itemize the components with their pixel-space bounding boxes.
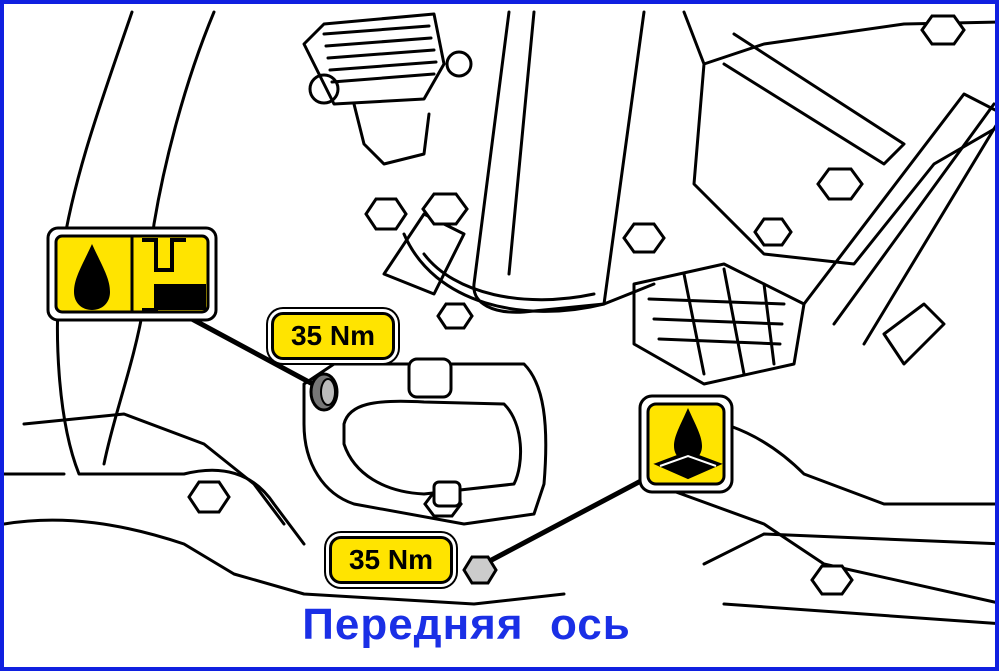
bolt-center-gear	[622, 222, 666, 254]
lower-left-bracket	[22, 412, 286, 526]
bolt-left-lower	[187, 480, 231, 514]
housing-outline-inner-left	[102, 10, 216, 466]
oil-drop-icon	[74, 244, 110, 310]
right-housing-panel	[722, 32, 906, 166]
housing-outline-left	[56, 10, 306, 546]
shaft-edge-line	[507, 10, 536, 276]
connector-bolt-right	[445, 50, 473, 78]
torque-label-fill-plug: 35 Nm	[271, 312, 395, 360]
diagram-caption: Передняя ось	[302, 600, 631, 649]
drain-pan-icon	[653, 450, 723, 480]
leader-line-drain-plug	[481, 471, 657, 567]
bolt-mid-left	[364, 197, 408, 231]
bolt-small-center	[436, 302, 474, 330]
drain-oil-drop-icon	[674, 408, 702, 461]
oil-fill-level-icon	[46, 226, 218, 322]
drive-shaft	[472, 10, 646, 314]
connector-bolt-left	[308, 73, 340, 105]
tube-clamp	[882, 302, 946, 366]
arc-bracket	[402, 232, 656, 313]
bracket-link	[382, 212, 466, 296]
bolt-right-top	[920, 14, 966, 46]
connector-body	[302, 12, 446, 106]
cylinder-plug-lower	[432, 480, 462, 508]
bolt-top-center	[421, 192, 469, 226]
bolt-right-lower	[810, 564, 854, 596]
ribbed-plate	[632, 262, 806, 386]
rib-lines	[647, 267, 786, 376]
oil-fill-plug	[309, 372, 339, 412]
lower-frame-rail	[4, 472, 566, 606]
torque-label-drain-plug: 35 Nm	[329, 536, 453, 584]
right-lower-beam	[702, 532, 995, 625]
gear-housing	[302, 362, 548, 526]
front-axle-line-drawing	[4, 10, 995, 625]
cylinder-plug-upper	[407, 357, 453, 399]
bolt-upper-right	[816, 167, 864, 201]
oil-drain-icon	[638, 394, 734, 494]
diagonal-tube	[802, 92, 995, 346]
bolt-right-mid	[753, 217, 793, 247]
gear-housing-inner	[342, 399, 523, 496]
oil-drain-plug	[462, 555, 498, 585]
connector-grip	[322, 24, 438, 84]
connector-plug	[352, 102, 431, 166]
